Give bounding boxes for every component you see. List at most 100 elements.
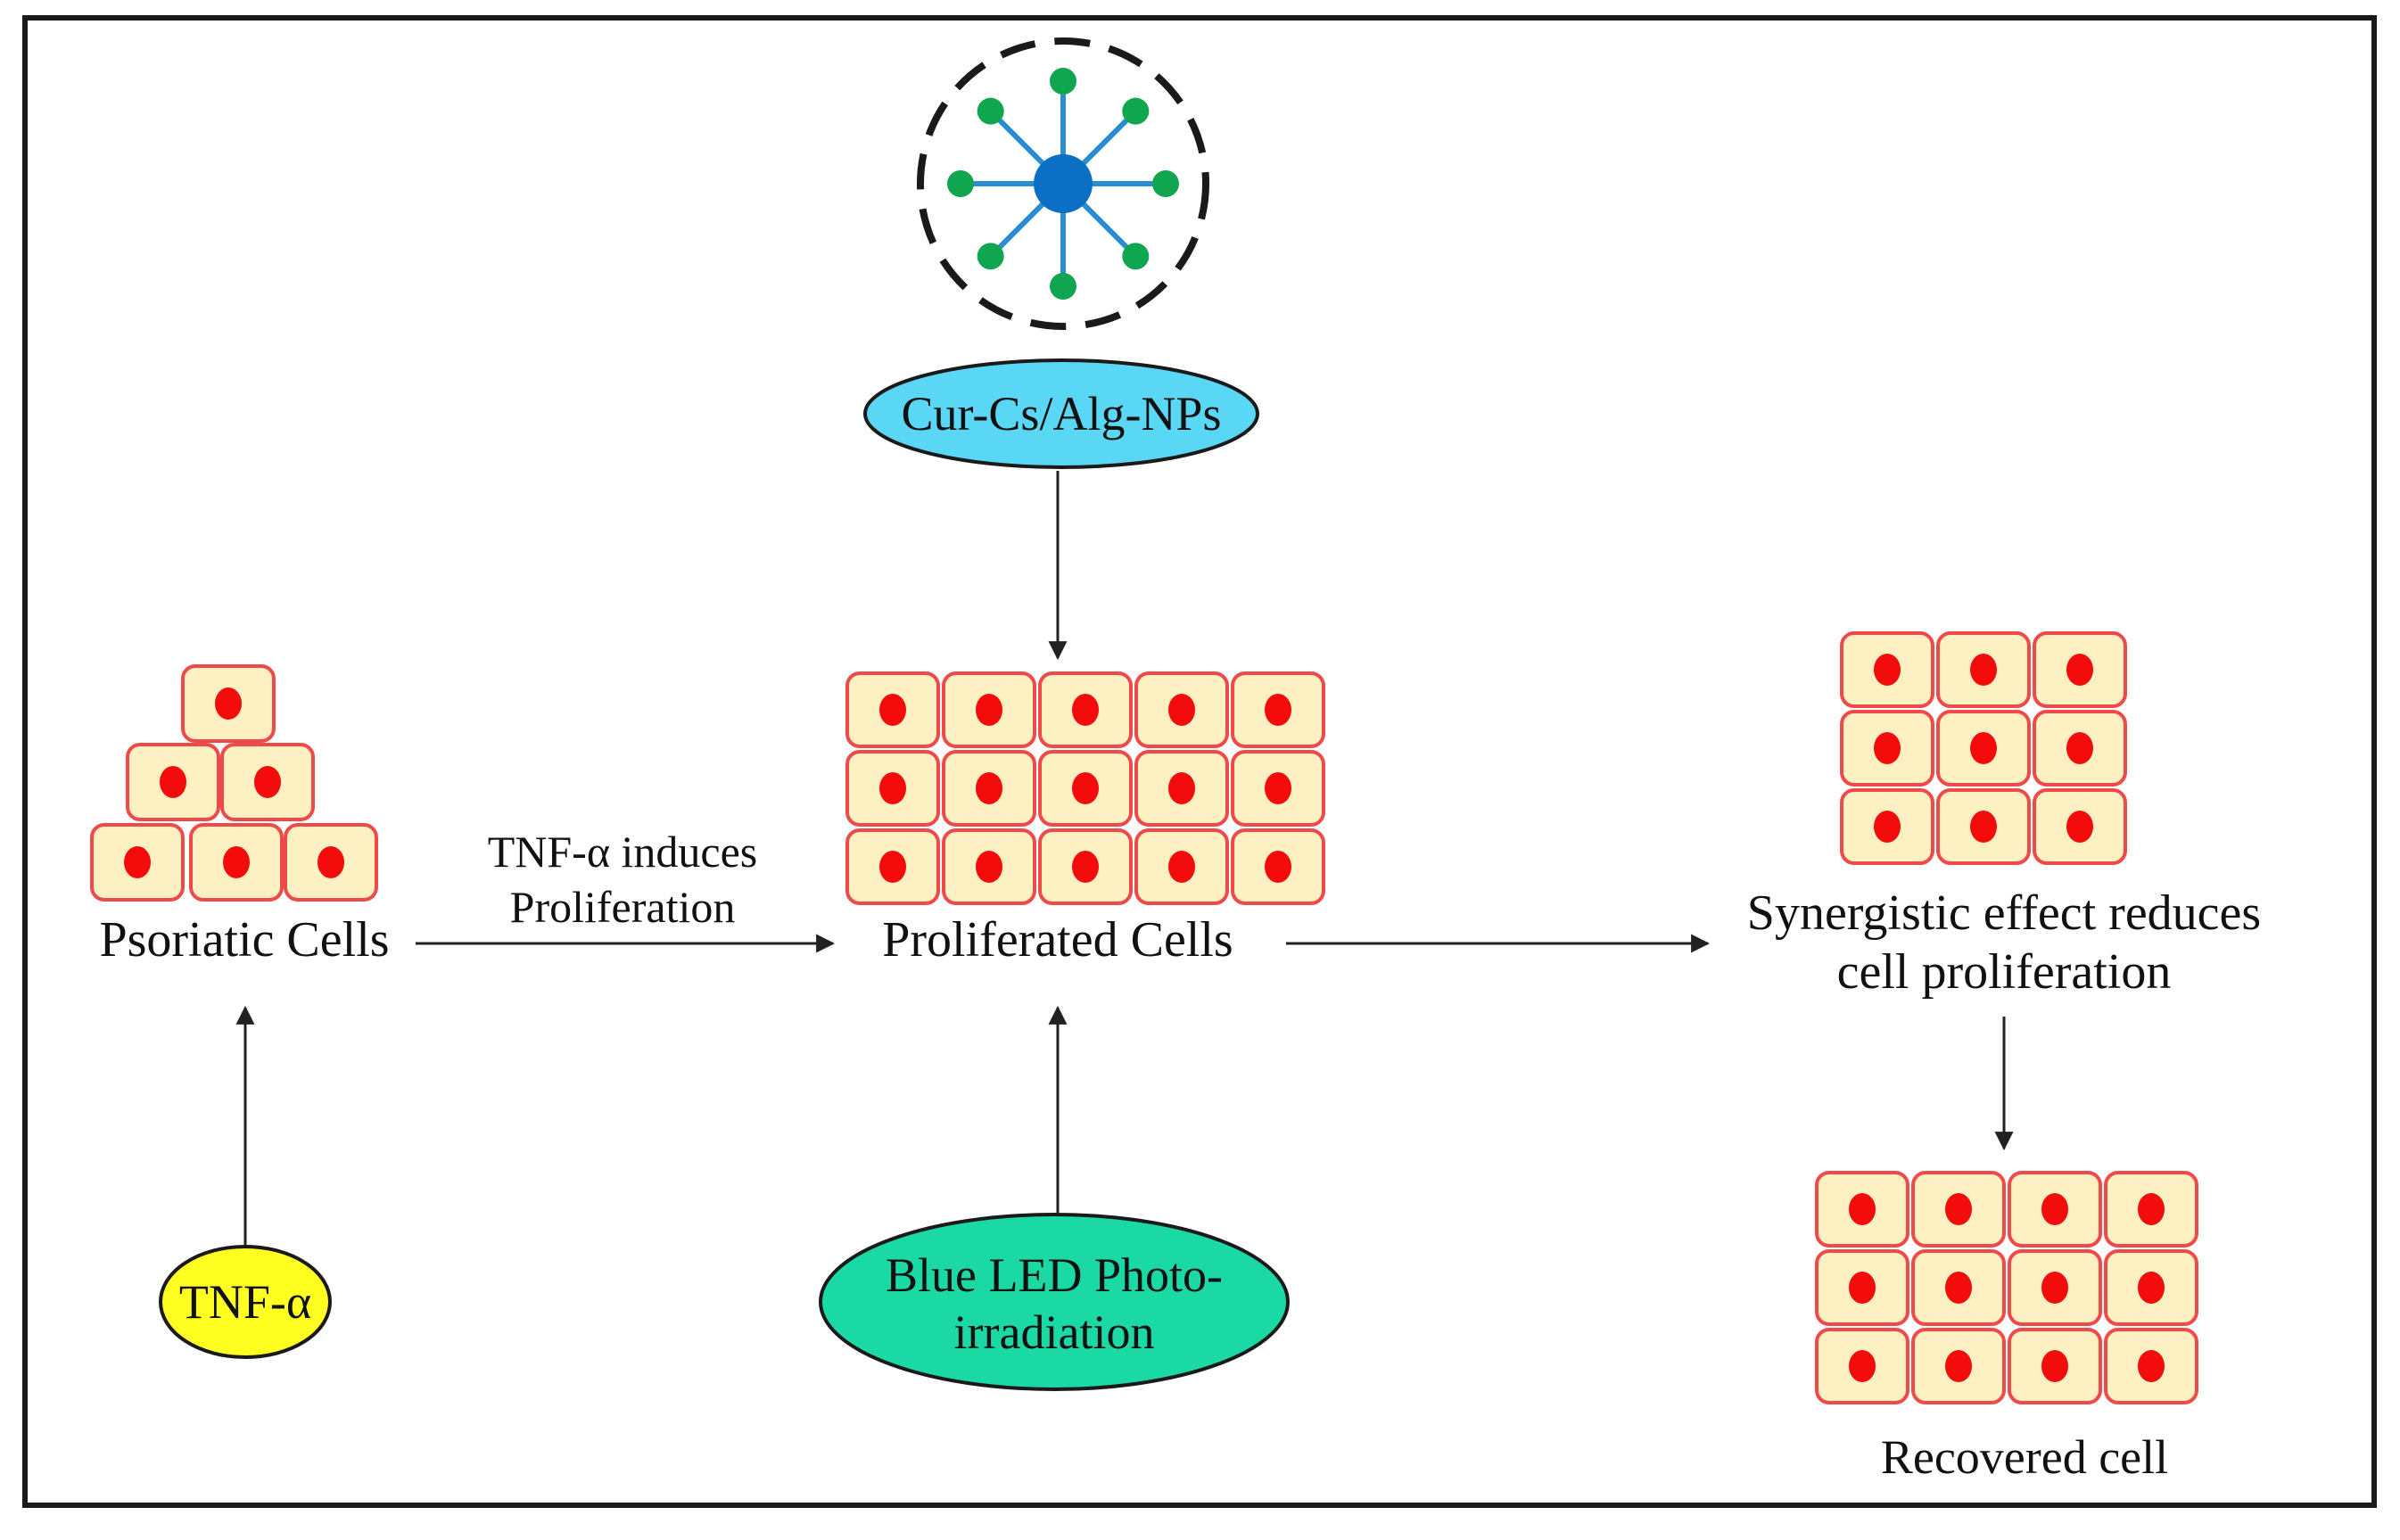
cell-nucleus: [1265, 851, 1291, 883]
cell: [1038, 828, 1133, 905]
cell: [1815, 1249, 1909, 1326]
cell: [845, 828, 940, 905]
nanoparticle-ligand: [1122, 97, 1150, 125]
cell: [2104, 1328, 2198, 1404]
cell: [1815, 1328, 1909, 1404]
cell: [1231, 750, 1325, 827]
cell: [90, 823, 185, 902]
cell: [2033, 788, 2127, 865]
cell-nucleus: [1168, 772, 1195, 804]
cell: [126, 743, 220, 821]
cell-nucleus: [1970, 811, 1997, 843]
synergistic-effect-label-line2: cell proliferation: [1837, 944, 2172, 1000]
cell: [942, 750, 1036, 827]
cell: [1840, 710, 1934, 786]
cell-nucleus: [2066, 732, 2093, 764]
blue-led-node: Blue LED Photo- irradiation: [819, 1213, 1290, 1391]
cell: [1038, 750, 1133, 827]
cell-nucleus: [1849, 1350, 1876, 1382]
psoriatic-cells-cluster: [90, 664, 378, 902]
cell: [1815, 1171, 1909, 1248]
cell: [181, 664, 276, 743]
cell: [1840, 631, 1934, 708]
tnf-alpha-node: TNF-α: [159, 1245, 332, 1359]
cell-nucleus: [1945, 1272, 1972, 1304]
cell: [1134, 750, 1229, 827]
tnf-induces-label-line1: TNF-α induces: [488, 827, 758, 877]
cell-nucleus: [1265, 772, 1291, 804]
cell: [1134, 671, 1229, 748]
cell: [220, 743, 315, 821]
nanoparticle-icon: [917, 37, 1209, 330]
cell-nucleus: [223, 846, 250, 878]
blue-led-ellipse: [819, 1213, 1290, 1391]
cell: [2033, 631, 2127, 708]
cell: [942, 828, 1036, 905]
recovered-cells-label: Recovered cell: [1881, 1430, 2168, 1484]
nanoparticle-ligand: [1050, 273, 1076, 300]
cell: [942, 671, 1036, 748]
proliferated-cells-label: Proliferated Cells: [882, 912, 1233, 968]
cell-nucleus: [1970, 732, 1997, 764]
cell: [845, 750, 940, 827]
cell-nucleus: [2041, 1193, 2068, 1225]
cell-nucleus: [1072, 694, 1099, 726]
cell-nucleus: [2066, 811, 2093, 843]
nanoparticle-ligand: [977, 97, 1004, 125]
cell-nucleus: [160, 766, 186, 798]
cell: [1936, 710, 2031, 786]
cell-nucleus: [879, 694, 906, 726]
cell-nucleus: [1945, 1193, 1972, 1225]
cell-nucleus: [1874, 732, 1901, 764]
cell-nucleus: [1168, 694, 1195, 726]
cell: [2104, 1171, 2198, 1248]
cell-nucleus: [879, 772, 906, 804]
nanoparticle-ligand: [1152, 170, 1179, 197]
cell-nucleus: [1168, 851, 1195, 883]
cell-nucleus: [1970, 654, 1997, 686]
cell: [2033, 710, 2127, 786]
nanoparticle-ligand: [1122, 243, 1150, 270]
cell: [2104, 1249, 2198, 1326]
cell-nucleus: [254, 766, 281, 798]
cell-nucleus: [2138, 1272, 2165, 1304]
cell-nucleus: [1072, 772, 1099, 804]
nanoparticle-ligand: [947, 170, 974, 197]
cell: [1911, 1171, 2006, 1248]
nanoparticle-core: [1034, 154, 1093, 213]
cell-nucleus: [1849, 1272, 1876, 1304]
reduced-cells-cluster: [1840, 631, 2127, 865]
cell-nucleus: [1874, 811, 1901, 843]
cell-nucleus: [1874, 654, 1901, 686]
cell-nucleus: [879, 851, 906, 883]
cell: [1134, 828, 1229, 905]
cell: [1038, 671, 1133, 748]
cell-nucleus: [2138, 1193, 2165, 1225]
cell: [2008, 1171, 2102, 1248]
cell-nucleus: [976, 772, 1002, 804]
cell-nucleus: [976, 851, 1002, 883]
cell-nucleus: [124, 846, 151, 878]
nanoparticle-ligand: [1050, 68, 1076, 95]
cell-nucleus: [976, 694, 1002, 726]
nanoparticle-label-ellipse: [863, 358, 1259, 469]
cell: [1231, 828, 1325, 905]
cell-nucleus: [2138, 1350, 2165, 1382]
cell: [1840, 788, 1934, 865]
synergistic-effect-label-line1: Synergistic effect reduces: [1747, 885, 2261, 941]
cell-nucleus: [318, 846, 344, 878]
nanoparticle-dashed-shell: [917, 37, 1209, 330]
cell: [1911, 1249, 2006, 1326]
cell: [1936, 631, 2031, 708]
psoriatic-cells-label: Psoriatic Cells: [99, 912, 389, 968]
tnf-alpha-label: TNF-α: [179, 1275, 311, 1329]
proliferated-cells-cluster: [845, 671, 1325, 905]
cell-nucleus: [2066, 654, 2093, 686]
nanoparticle-label: Cur-Cs/Alg-NPs: [902, 387, 1222, 441]
blue-led-label-line2: irradiation: [954, 1305, 1155, 1359]
recovered-cells-cluster: [1815, 1171, 2198, 1404]
tnf-induces-label-line2: Proliferation: [510, 882, 736, 932]
cell-nucleus: [2041, 1350, 2068, 1382]
cell: [845, 671, 940, 748]
